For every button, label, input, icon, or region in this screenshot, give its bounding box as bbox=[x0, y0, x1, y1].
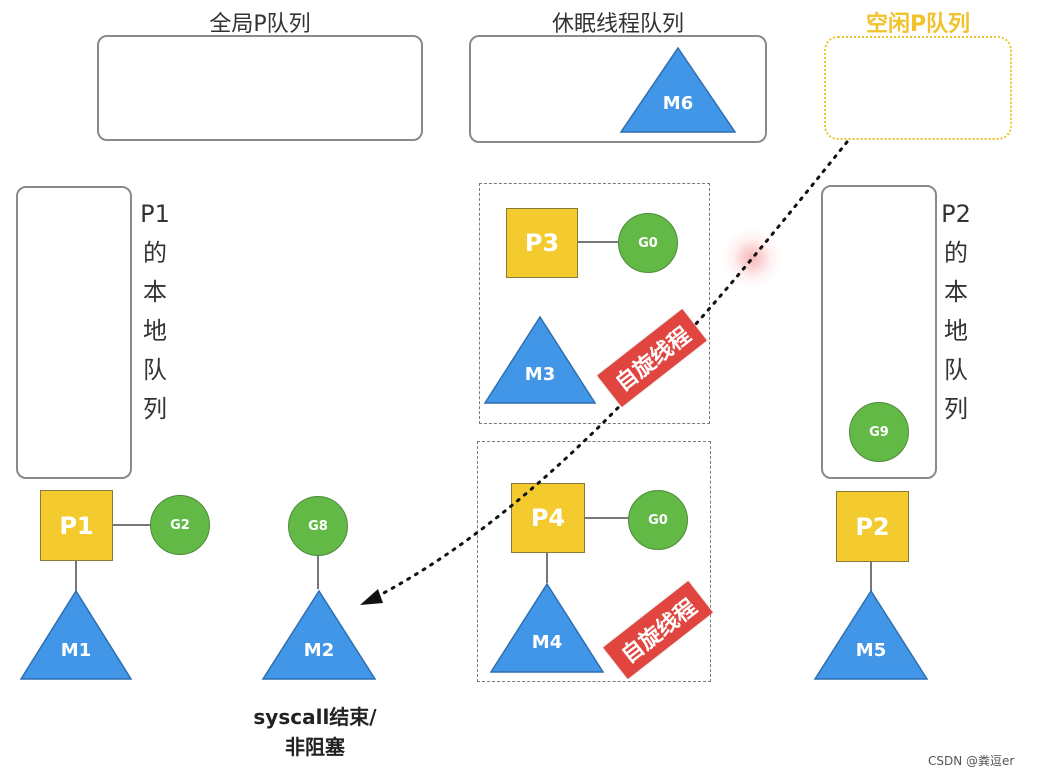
processor-p4: P4 bbox=[511, 483, 585, 553]
p2-m5-link bbox=[870, 562, 872, 592]
thread-m5-label: M5 bbox=[855, 640, 887, 661]
goroutine-g0-p4: G0 bbox=[628, 490, 688, 550]
p2-local-queue-label: P2 的 本 地 队 列 bbox=[941, 200, 971, 423]
global-p-queue bbox=[97, 35, 423, 141]
watermark: CSDN @粪逗er bbox=[928, 754, 1015, 768]
goroutine-g8: G8 bbox=[288, 496, 348, 556]
thread-m2-label: M2 bbox=[303, 640, 335, 661]
p1-local-queue bbox=[16, 186, 132, 479]
global-p-queue-title: 全局P队列 bbox=[209, 12, 311, 37]
thread-m3-label: M3 bbox=[524, 364, 556, 385]
pointer-highlight bbox=[722, 228, 782, 288]
processor-p2: P2 bbox=[836, 491, 909, 562]
p3-g0-link bbox=[578, 241, 618, 243]
idle-p-queue bbox=[824, 36, 1012, 140]
idle-p-queue-title: 空闲P队列 bbox=[865, 12, 971, 37]
thread-m2-triangle bbox=[261, 589, 377, 680]
goroutine-g2: G2 bbox=[150, 495, 210, 555]
thread-m1-triangle bbox=[19, 589, 133, 680]
sleep-thread-queue-title: 休眠线程队列 bbox=[551, 12, 684, 37]
sleep-thread-queue bbox=[469, 35, 767, 143]
processor-p3: P3 bbox=[506, 208, 578, 278]
p4-g0-link bbox=[585, 517, 628, 519]
goroutine-g0-p3: G0 bbox=[618, 213, 678, 273]
thread-m6-triangle bbox=[619, 46, 737, 133]
thread-m3-triangle bbox=[483, 315, 597, 404]
p4-m4-link bbox=[546, 553, 548, 583]
syscall-caption: syscall结束/ 非阻塞 bbox=[253, 705, 377, 759]
g8-m2-link bbox=[317, 556, 319, 589]
p1-g2-link bbox=[113, 524, 151, 526]
thread-m4-triangle bbox=[489, 582, 605, 673]
thread-m6-label: M6 bbox=[662, 93, 694, 114]
processor-p1: P1 bbox=[40, 490, 113, 561]
thread-m4-label: M4 bbox=[531, 632, 563, 653]
thread-m1-label: M1 bbox=[60, 640, 92, 661]
p1-local-queue-label: P1 的 本 地 队 列 bbox=[140, 200, 170, 423]
p1-m1-link bbox=[75, 561, 77, 591]
thread-m5-triangle bbox=[813, 589, 929, 680]
goroutine-g9: G9 bbox=[849, 402, 909, 462]
